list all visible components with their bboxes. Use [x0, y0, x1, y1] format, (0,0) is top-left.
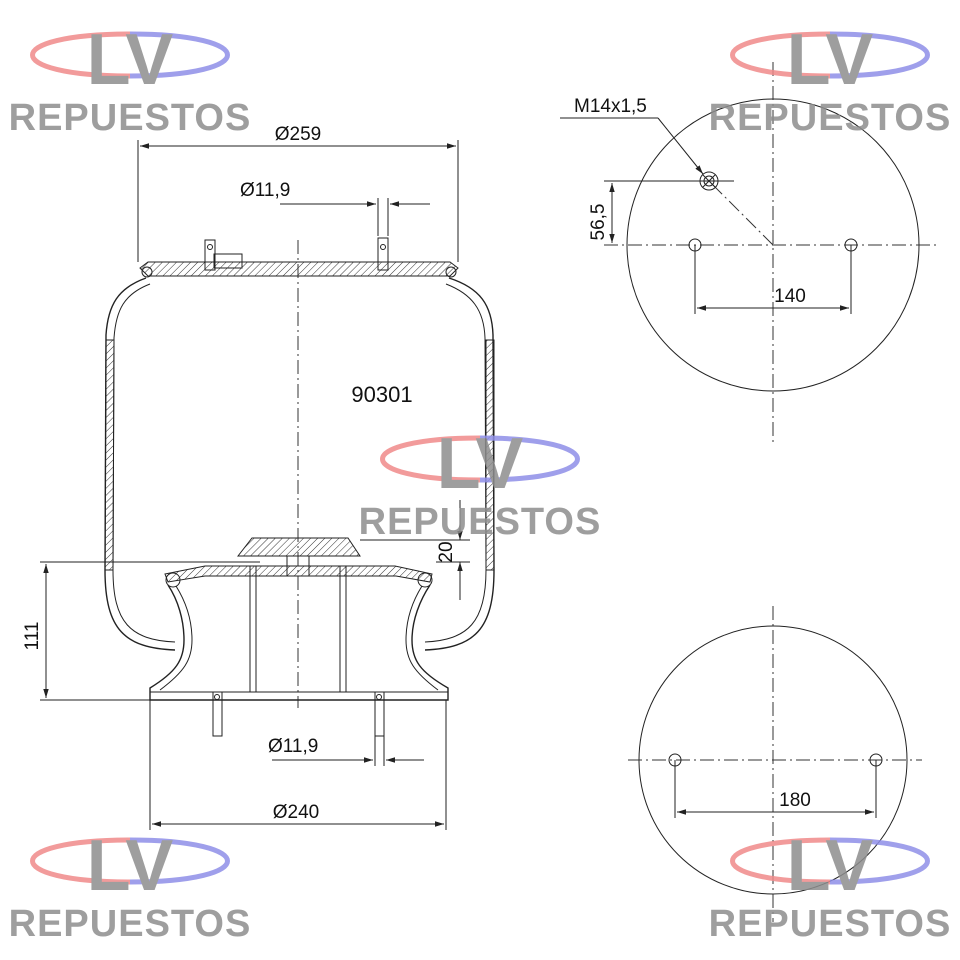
piston-bead-left — [165, 572, 181, 588]
watermark-subtitle: REPUESTOS — [709, 903, 952, 945]
watermarks: LVREPUESTOSLVREPUESTOSLVREPUESTOSLVREPUE… — [9, 20, 952, 945]
watermark-brand: LV — [87, 826, 174, 906]
top-plan-view: M14x1,5 56,5 140 — [560, 62, 940, 442]
top-crimp-right — [445, 266, 457, 278]
svg-text:M14x1,5: M14x1,5 — [574, 96, 647, 117]
piston-bead-right — [417, 572, 433, 588]
watermark-arc-left — [30, 837, 131, 885]
top-stud-right — [377, 237, 389, 271]
top-stud-left — [204, 239, 243, 271]
central-tube — [249, 565, 347, 693]
dim-top-stud: Ø11,9 — [240, 180, 430, 236]
svg-text:140: 140 — [774, 286, 806, 307]
watermark-subtitle: REPUESTOS — [9, 97, 252, 139]
bellows-wall-left — [104, 339, 115, 571]
svg-text:Ø259: Ø259 — [275, 124, 321, 145]
svg-text:Ø240: Ø240 — [273, 802, 319, 823]
dim-top-diameter: Ø259 — [137, 124, 459, 262]
dim-bottom-stud: Ø11,9 — [268, 736, 424, 766]
watermark-arc-right — [129, 31, 230, 79]
center-bolt — [286, 555, 310, 577]
dim-thread-offset: 56,5 — [588, 180, 734, 243]
watermark-arc-right — [829, 837, 930, 885]
svg-text:Ø11,9: Ø11,9 — [240, 180, 290, 201]
side-view: 90301 Ø259 Ø11,9 111 — [22, 124, 495, 830]
watermark-arc-left — [30, 31, 131, 79]
watermark-brand: LV — [437, 424, 524, 504]
svg-text:180: 180 — [779, 790, 811, 811]
svg-text:56,5: 56,5 — [588, 204, 609, 241]
part-number: 90301 — [351, 382, 412, 407]
dim-bottom-diameter: Ø240 — [149, 700, 447, 830]
bellows-outer — [104, 277, 495, 651]
top-plate — [139, 261, 459, 277]
watermark-subtitle: REPUESTOS — [709, 97, 952, 139]
watermark-brand: LV — [787, 826, 874, 906]
watermark-arc-left — [730, 31, 831, 79]
svg-text:20: 20 — [436, 541, 457, 562]
watermark-brand: LV — [787, 20, 874, 100]
bump-stop — [236, 537, 361, 557]
bottom-stud-right — [374, 691, 385, 737]
dim-thread: M14x1,5 — [560, 96, 704, 175]
bellows-inner — [112, 283, 487, 643]
watermark-subtitle: REPUESTOS — [9, 903, 252, 945]
dim-offset: 20 — [360, 500, 470, 600]
watermark-subtitle: REPUESTOS — [359, 501, 602, 543]
bellows-wall-right — [485, 339, 495, 571]
watermark-arc-right — [479, 435, 580, 483]
piston-inner — [159, 585, 439, 691]
watermark-arc-left — [380, 435, 481, 483]
watermark-arc-right — [829, 31, 930, 79]
watermark-brand: LV — [87, 20, 174, 100]
dim-top-hole-spacing: 140 — [694, 245, 852, 314]
bottom-stud-left — [212, 691, 223, 737]
dim-height: 111 — [22, 561, 260, 701]
svg-text:Ø11,9: Ø11,9 — [268, 736, 318, 757]
thread-radial-line — [708, 180, 774, 246]
dim-bottom-hole-spacing: 180 — [674, 760, 877, 818]
svg-text:111: 111 — [22, 622, 43, 651]
watermark-arc-right — [129, 837, 230, 885]
bottom-plan-view: 180 — [628, 606, 922, 922]
top-crimp-left — [141, 266, 153, 278]
piston-body — [149, 584, 449, 701]
watermark-arc-left — [730, 837, 831, 885]
